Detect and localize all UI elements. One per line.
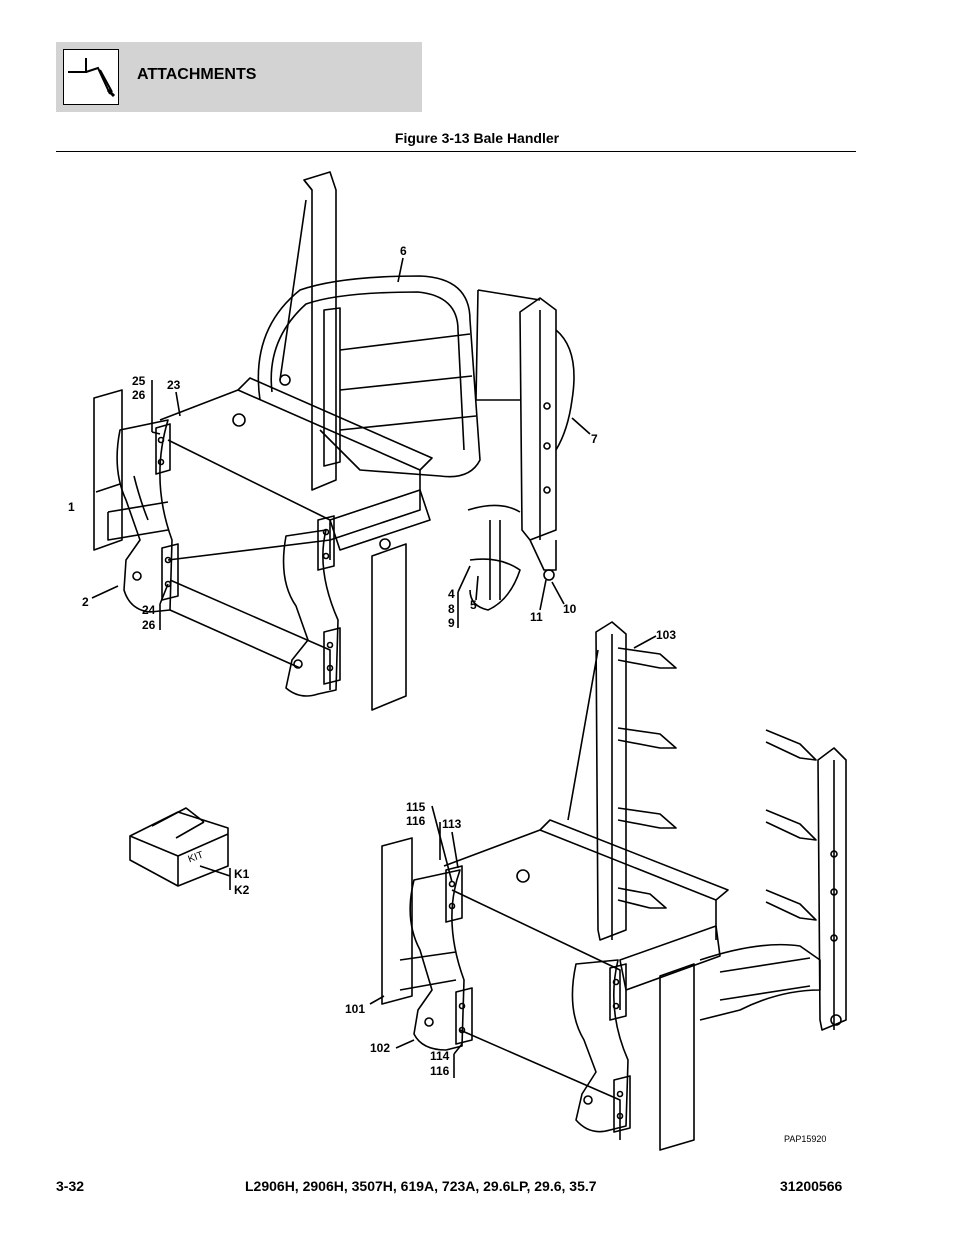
callout-11: 11	[530, 610, 543, 624]
callout-101: 101	[345, 1002, 366, 1016]
drawing-ref-code: PAP15920	[784, 1134, 827, 1144]
callout-k2: K2	[234, 883, 250, 897]
callout-26-lower: 26	[142, 618, 156, 632]
callout-6: 6	[400, 244, 407, 258]
callout-1: 1	[68, 500, 75, 514]
callout-26-upper: 26	[132, 388, 146, 402]
callout-114: 114	[430, 1049, 450, 1063]
callout-25: 25	[132, 374, 146, 388]
callout-8: 8	[448, 602, 455, 616]
attachment-fork-icon	[63, 49, 119, 105]
callout-24: 24	[142, 603, 156, 617]
callout-113: 113	[442, 817, 462, 831]
callout-4: 4	[448, 587, 455, 601]
callout-102: 102	[370, 1041, 391, 1055]
figure-title: Figure 3-13 Bale Handler	[394, 130, 560, 146]
callout-103: 103	[656, 628, 677, 642]
callout-k1: K1	[234, 867, 250, 881]
page-number: 3-32	[56, 1178, 85, 1194]
document-number: 31200566	[780, 1178, 843, 1194]
callout-115: 115	[406, 800, 426, 814]
callout-116-upper: 116	[406, 814, 426, 828]
callout-9: 9	[448, 616, 455, 630]
section-title: ATTACHMENTS	[137, 66, 257, 83]
callout-7: 7	[591, 432, 598, 446]
callout-5: 5	[470, 598, 477, 612]
callout-10: 10	[563, 602, 577, 616]
callout-2: 2	[82, 595, 89, 609]
callout-23: 23	[167, 378, 181, 392]
header-rule	[56, 151, 856, 152]
model-list: L2906H, 2906H, 3507H, 619A, 723A, 29.6LP…	[245, 1178, 597, 1194]
callout-116-lower: 116	[430, 1064, 450, 1078]
